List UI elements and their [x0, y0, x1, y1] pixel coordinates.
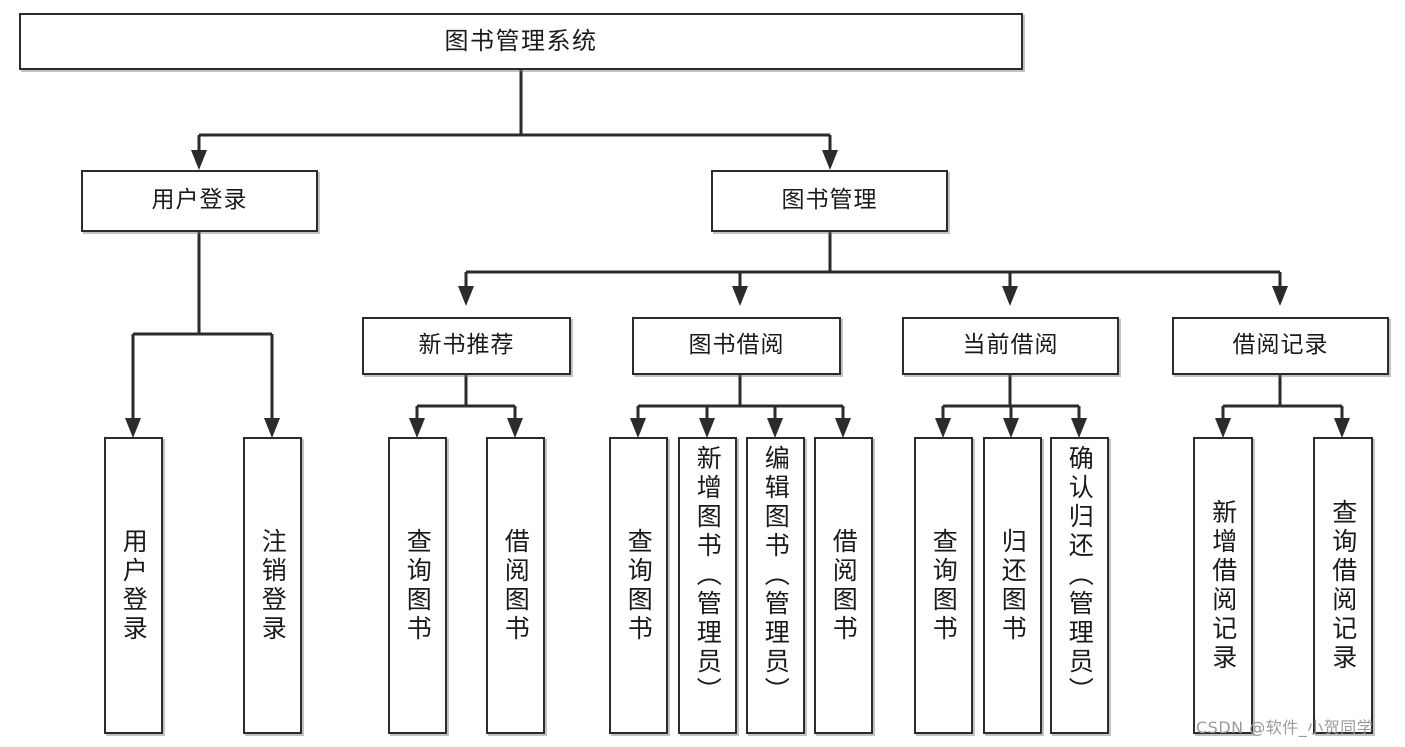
- node-label: 图书管理系统: [444, 27, 598, 56]
- leaf-add-borrow-record[interactable]: 新增借阅记录: [1193, 437, 1253, 734]
- leaf-edit-book-admin[interactable]: 编辑图书（管理员）: [746, 437, 805, 734]
- leaf-borrow-book[interactable]: 借阅图书: [814, 437, 873, 734]
- leaf-add-book-admin[interactable]: 新增图书（管理员）: [678, 437, 737, 734]
- node-label: 查询图书: [403, 527, 433, 644]
- leaf-query-book-recommend[interactable]: 查询图书: [388, 437, 447, 734]
- node-root-system[interactable]: 图书管理系统: [19, 13, 1023, 70]
- node-label: 查询图书: [624, 527, 654, 644]
- node-label: 借阅图书: [829, 527, 859, 644]
- leaf-user-login[interactable]: 用户登录: [104, 437, 163, 734]
- node-label: 新增图书（管理员）: [693, 445, 723, 706]
- leaf-query-book[interactable]: 查询图书: [609, 437, 668, 734]
- node-current-borrow[interactable]: 当前借阅: [902, 317, 1119, 375]
- leaf-user-logout[interactable]: 注销登录: [243, 437, 302, 734]
- node-label: 借阅图书: [501, 527, 531, 644]
- node-label: 新书推荐: [418, 332, 515, 359]
- node-user-login[interactable]: 用户登录: [81, 170, 318, 232]
- node-label: 编辑图书（管理员）: [761, 445, 791, 706]
- node-label: 查询图书: [929, 527, 959, 644]
- node-label: 当前借阅: [962, 332, 1059, 359]
- leaf-query-borrow-record[interactable]: 查询借阅记录: [1313, 437, 1373, 734]
- node-label: 归还图书: [998, 527, 1028, 644]
- node-label: 查询借阅记录: [1328, 498, 1358, 673]
- node-label: 注销登录: [258, 527, 288, 644]
- node-label: 用户登录: [119, 527, 149, 644]
- leaf-query-book-current[interactable]: 查询图书: [914, 437, 973, 734]
- node-book-borrow[interactable]: 图书借阅: [632, 317, 841, 375]
- node-label: 新增借阅记录: [1208, 498, 1238, 673]
- node-book-management[interactable]: 图书管理: [711, 170, 948, 232]
- csdn-watermark: CSDN @软件_小贺同学: [1196, 718, 1374, 737]
- node-borrow-record[interactable]: 借阅记录: [1172, 317, 1389, 375]
- node-label: 图书借阅: [688, 332, 785, 359]
- leaf-borrow-book-recommend[interactable]: 借阅图书: [486, 437, 545, 734]
- node-label: 借阅记录: [1232, 332, 1329, 359]
- node-label: 图书管理: [781, 187, 878, 214]
- leaf-confirm-return-admin[interactable]: 确认归还（管理员）: [1050, 437, 1109, 734]
- node-label: 确认归还（管理员）: [1065, 445, 1095, 706]
- node-new-book-recommend[interactable]: 新书推荐: [362, 317, 571, 375]
- leaf-return-book[interactable]: 归还图书: [983, 437, 1042, 734]
- node-label: 用户登录: [151, 187, 248, 214]
